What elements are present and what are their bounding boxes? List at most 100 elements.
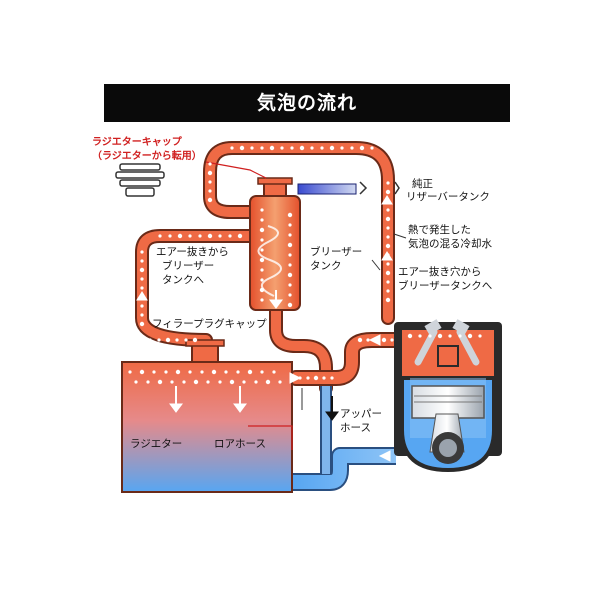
bubble-dot [250, 146, 254, 150]
bubble-dot [390, 338, 394, 342]
bubbles [128, 145, 482, 385]
bubble-dot [437, 333, 443, 339]
radiator-body [121, 339, 293, 493]
bubble-dot [140, 313, 144, 317]
bubble-dot [288, 223, 292, 227]
bubble-dot [320, 146, 324, 150]
swirl-flow [257, 225, 282, 297]
bubble-dot [260, 248, 264, 252]
bubble-dot [211, 369, 217, 375]
bubble-dot [287, 302, 293, 308]
bubble-dot [139, 294, 145, 300]
bubble-dot [200, 370, 204, 374]
bubble-dot [259, 227, 265, 233]
bubble-dot [322, 376, 326, 380]
bubble-dot [134, 380, 138, 384]
bubble-dot [242, 380, 246, 384]
label-air-vent-1: エアー抜き穴から [398, 266, 482, 278]
bubble-dot [175, 369, 181, 375]
bubble-dot [310, 146, 314, 150]
leader-lines [205, 161, 293, 450]
valve-right [456, 328, 480, 366]
label-air-bleed-1: エアー抜きから [156, 246, 229, 258]
bubble-dot [236, 370, 240, 374]
bubble-dot [330, 376, 334, 380]
bubble-dot [386, 280, 390, 284]
bubble-dot [230, 146, 234, 150]
bubble-dot [158, 234, 162, 238]
bubble-dot [139, 321, 145, 327]
label-breather-tank-1: ブリーザー [310, 246, 363, 258]
bubble-dot [374, 338, 378, 342]
bubble-dot [359, 145, 365, 151]
bubble-dot [329, 145, 335, 151]
bubble-dot [288, 263, 292, 267]
bubble-dot [385, 270, 391, 276]
bubble-dot [254, 380, 258, 384]
bubble-dot [366, 338, 370, 342]
bubble-dot [182, 380, 186, 384]
bubble-dot [218, 234, 222, 238]
bubble-dot [188, 234, 192, 238]
bubble-dot [208, 180, 212, 184]
bubble-dot [381, 337, 387, 343]
bubble-dot [288, 293, 292, 297]
label-breather-tank-2: タンク [310, 260, 342, 272]
label-genuine: 純正 [412, 178, 433, 190]
bubble-dot [386, 262, 390, 266]
bubble-dot [152, 370, 156, 374]
bubble-dot [139, 369, 145, 375]
bubble-dot [288, 233, 292, 237]
bubble-dot [287, 212, 293, 218]
bubble-dot [259, 287, 265, 293]
bubble-dot [207, 233, 213, 239]
hot-pipe-network [135, 141, 410, 395]
bubble-dot [140, 286, 144, 290]
bubble-dot [175, 338, 179, 342]
label-radiator-cap-note: （ラジエターから転用） [92, 151, 202, 162]
reservoir-link [297, 181, 400, 195]
title-bar: 気泡の流れ [104, 84, 510, 122]
bubble-dot [428, 334, 432, 338]
bubble-dot [140, 304, 144, 308]
bubble-dot [290, 146, 294, 150]
bubble-dot [357, 337, 363, 343]
bubble-dot [184, 338, 188, 342]
bubble-dot [157, 379, 163, 385]
label-air-bleed-2: ブリーザー [162, 260, 215, 272]
bubble-dot [340, 146, 344, 150]
bubble-dot [168, 234, 172, 238]
bubble-dot [386, 235, 390, 239]
label-filler-plug-cap: フィラープラグキャップ [152, 318, 267, 330]
bubble-dot [306, 376, 310, 380]
bubble-dot [260, 278, 264, 282]
bubble-dot [467, 333, 473, 339]
bubble-dot [170, 380, 174, 384]
cylinder-head-gap [437, 345, 459, 367]
bubble-dot [407, 333, 413, 339]
bubble-dot [288, 253, 292, 257]
bubble-dot [207, 170, 213, 176]
bubble-dot [207, 197, 213, 203]
bubble-dot [165, 337, 171, 343]
bubble-dot [260, 268, 264, 272]
bubble-dot [139, 267, 145, 273]
bubble-dot [385, 216, 391, 222]
bubble-dot [237, 233, 243, 239]
label-air-vent-2: ブリーザータンクへ [398, 280, 493, 292]
lower-hose [292, 386, 396, 491]
bubble-dot [288, 283, 292, 287]
label-hot-bubbles-2: 気泡の混る冷却水 [408, 238, 492, 250]
bubble-dot [239, 145, 245, 151]
bubble-dot [140, 277, 144, 281]
bubble-dot [192, 337, 198, 343]
bubble-dot [198, 234, 202, 238]
bubble-dot [260, 298, 264, 302]
bubble-dot [278, 380, 282, 384]
bubble-dot [313, 375, 319, 381]
bubble-dot [146, 380, 150, 384]
valve-left [414, 328, 438, 366]
bubble-dot [386, 289, 390, 293]
